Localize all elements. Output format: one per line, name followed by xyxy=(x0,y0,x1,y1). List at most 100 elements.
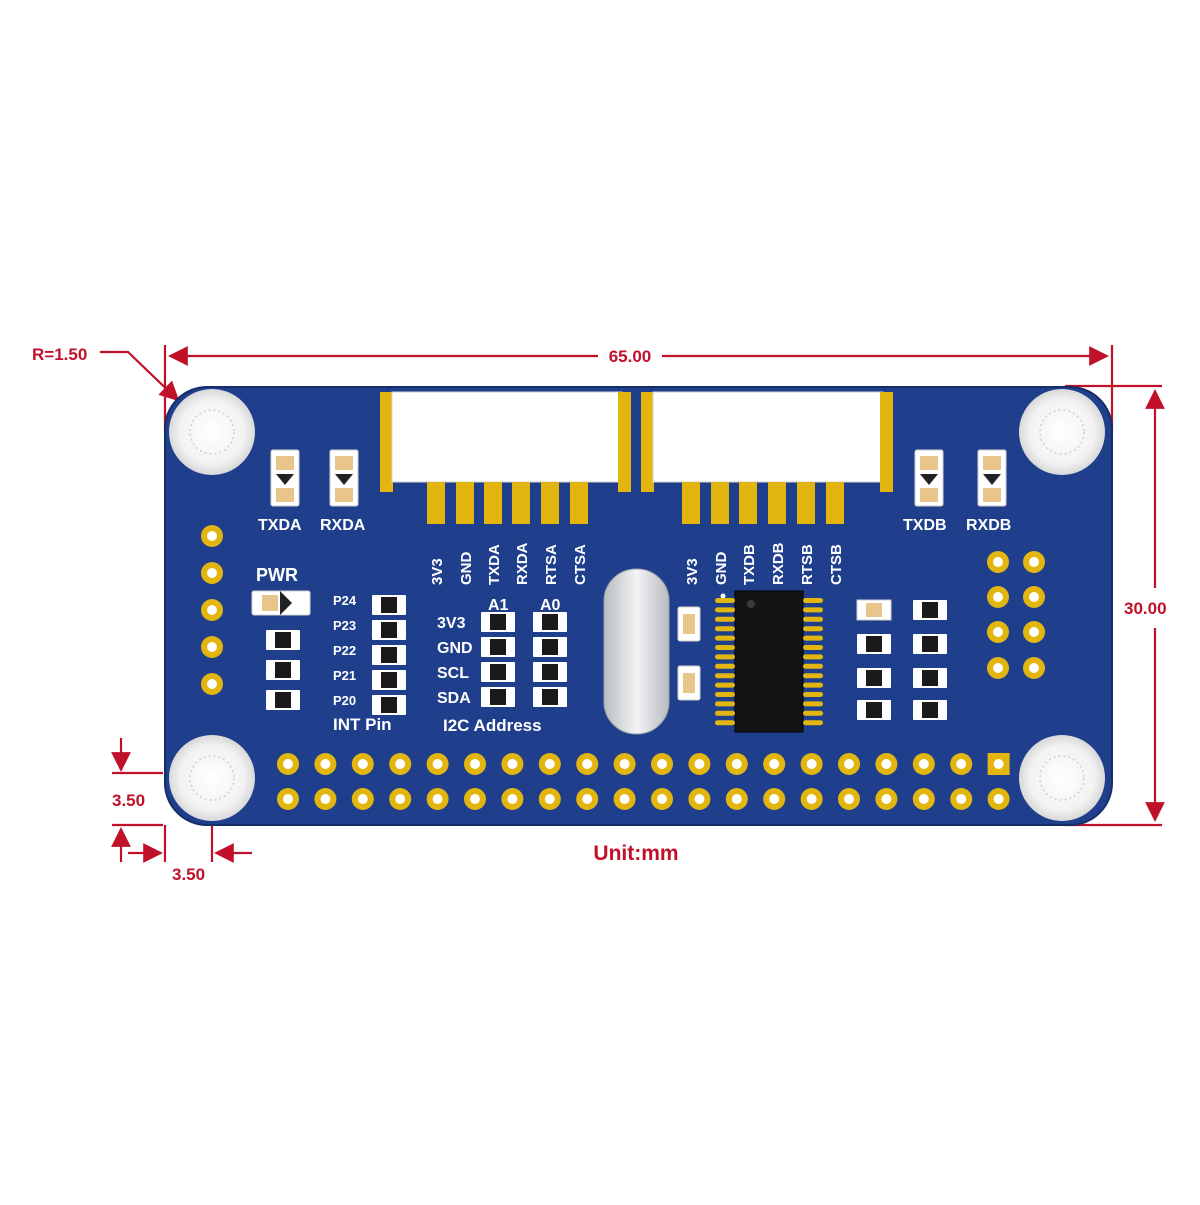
int-pin-label: P22 xyxy=(333,643,356,658)
gpio-pad-top xyxy=(538,753,561,775)
connector-a-pin-label: TXDA xyxy=(486,544,503,585)
gpio-pad-bottom xyxy=(763,788,786,810)
connector-b-pin-label: RXDB xyxy=(770,542,787,585)
gpio-pad-top xyxy=(688,753,711,775)
connector-b xyxy=(641,391,893,492)
i2c-jumper-a0 xyxy=(533,612,567,632)
right-pad xyxy=(1023,621,1045,643)
connector-b-pin-6 xyxy=(826,482,844,524)
i2c-column-label: A0 xyxy=(540,597,561,614)
led-label: RXDB xyxy=(966,517,1011,534)
resistor-right xyxy=(857,700,891,720)
ic-pin-left xyxy=(715,598,735,603)
gpio-pad-top xyxy=(651,753,673,775)
ic-pin-left xyxy=(715,635,735,641)
gpio-pad-top xyxy=(725,753,748,775)
int-pin-label: P24 xyxy=(333,593,357,608)
resistor-right xyxy=(913,668,947,688)
capacitor-pair xyxy=(677,606,701,701)
int-pin-label: P20 xyxy=(333,693,356,708)
connector-b-pin-4 xyxy=(768,482,786,524)
gpio-pad-bottom xyxy=(725,788,748,810)
gpio-pad-bottom xyxy=(613,788,636,810)
i2c-column-label: A1 xyxy=(488,597,509,614)
connector-a-pin-1 xyxy=(427,482,445,524)
gpio-pad-top xyxy=(314,753,337,775)
mounting-holes xyxy=(169,389,1105,821)
ic-pin-left xyxy=(715,645,735,650)
mounting-hole-top-left xyxy=(169,389,255,475)
connector-a-pin-label: 3V3 xyxy=(429,558,446,585)
ic-pin-left xyxy=(715,607,735,613)
gpio-pad-top xyxy=(576,753,599,775)
i2c-column-labels: A1 A0 xyxy=(488,597,561,614)
right-pad xyxy=(1023,551,1045,573)
ic-pin-right xyxy=(803,654,823,660)
i2c-jumper-a1 xyxy=(481,687,515,707)
right-pad xyxy=(987,657,1009,679)
connector-a-pin-5 xyxy=(541,482,559,524)
ic-pin-right xyxy=(803,673,823,679)
gpio-pad-top xyxy=(800,753,823,775)
gpio-pad-bottom xyxy=(576,788,599,810)
connector-a-pin-label: RTSA xyxy=(543,544,560,585)
connector-b-pin-label: CTSB xyxy=(828,544,845,585)
connector-b-pin-1 xyxy=(682,482,700,524)
offset-x-label: 3.50 xyxy=(172,865,205,884)
ic-pin-left xyxy=(715,720,735,726)
gpio-pad-top xyxy=(464,753,486,775)
resistor-right xyxy=(913,700,947,720)
connector-a-pin-4 xyxy=(512,482,530,524)
passive-components xyxy=(266,595,947,720)
offset-y-label: 3.50 xyxy=(112,791,145,810)
i2c-row-label: 3V3 xyxy=(437,615,466,632)
gpio-pad-top xyxy=(912,753,935,775)
ic-pin-left xyxy=(715,692,735,697)
connector-a-pin-3 xyxy=(484,482,502,524)
gpio-pad-top xyxy=(277,753,299,775)
connector-b-pin-2 xyxy=(711,482,729,524)
right-pad xyxy=(987,621,1009,643)
connector-b-pin-label: RTSB xyxy=(799,544,816,585)
connector-a-pin-label: GND xyxy=(458,552,475,586)
ic-pin-right xyxy=(803,710,823,716)
ic-pin-left xyxy=(715,701,735,707)
pwr-label: PWR xyxy=(256,565,298,585)
i2c-row-label: SDA xyxy=(437,690,471,707)
height-label: 30.00 xyxy=(1124,599,1167,618)
i2c-row-label: SCL xyxy=(437,665,469,682)
i2c-jumper-a0 xyxy=(533,687,567,707)
connector-a-pin-6 xyxy=(570,482,588,524)
led-rxda xyxy=(329,449,359,507)
right-pad xyxy=(1023,657,1045,679)
ic-pin-left xyxy=(715,626,735,632)
ic-pin-right xyxy=(803,616,823,622)
resistor-right xyxy=(913,600,947,620)
gpio-pad-top xyxy=(389,753,412,775)
resistor-left xyxy=(266,630,300,650)
i2c-jumper-a1 xyxy=(481,637,515,657)
i2c-jumper-a0 xyxy=(533,637,567,657)
i2c-address-title: I2C Address xyxy=(443,716,542,735)
left-pad-column xyxy=(201,525,223,695)
connector-b-pin-3 xyxy=(739,482,757,524)
left-pad-1 xyxy=(201,525,223,547)
led-rxdb xyxy=(977,449,1007,507)
resistor-right xyxy=(857,634,891,654)
uart-chip xyxy=(715,590,823,733)
int-pin-jumper xyxy=(372,695,406,715)
ic-pin-left xyxy=(715,673,735,679)
ic-pin-right xyxy=(803,701,823,707)
ic-pin-right xyxy=(803,645,823,650)
int-pin-label: P23 xyxy=(333,618,356,633)
capacitor-right xyxy=(856,599,892,621)
gpio-pad-top xyxy=(351,753,374,775)
led-txdb xyxy=(914,449,944,507)
gpio-pad-top xyxy=(838,753,860,775)
int-pin-jumper xyxy=(372,620,406,640)
ic-pin-left xyxy=(715,682,735,688)
ic-pin-right xyxy=(803,635,823,641)
